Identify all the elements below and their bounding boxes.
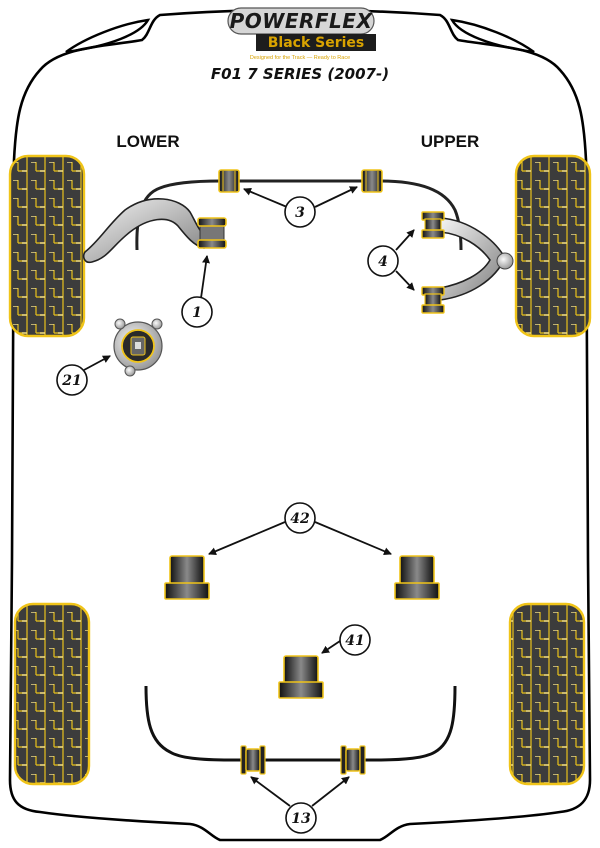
left-headlight bbox=[65, 18, 151, 54]
callout-1[interactable]: 1 bbox=[181, 296, 213, 328]
callout-3[interactable]: 3 bbox=[284, 196, 316, 228]
rear-arb-bush-right bbox=[340, 745, 366, 775]
callout-41-number: 41 bbox=[345, 633, 364, 649]
rear-mount-bush-right bbox=[394, 555, 440, 600]
callout-3-number: 3 bbox=[295, 205, 305, 221]
rear-anti-roll-bar bbox=[144, 685, 457, 762]
front-arb-bush-left bbox=[218, 169, 240, 193]
tyre-rear-left bbox=[13, 602, 91, 786]
upper-arm bbox=[439, 217, 506, 301]
center-mount-bush bbox=[278, 655, 324, 699]
callout-21-number: 21 bbox=[61, 373, 81, 389]
strut-top-mount bbox=[113, 318, 163, 377]
lower-arm-bush bbox=[197, 217, 227, 249]
upper-arm-balljoint bbox=[496, 252, 514, 270]
arrow-3-left bbox=[243, 188, 288, 208]
tyre-rear-right bbox=[508, 602, 586, 786]
arrow-42-right bbox=[314, 521, 392, 555]
arrow-3-right bbox=[314, 186, 358, 208]
model-title: F01 7 SERIES (2007-) bbox=[211, 65, 389, 83]
arrow-13-left bbox=[250, 776, 291, 807]
brand-series: Black Series bbox=[268, 35, 365, 51]
callout-42[interactable]: 42 bbox=[284, 502, 316, 534]
brand-tagline: Designed for the Track — Ready to Race bbox=[250, 55, 350, 61]
rear-arb-bush-left bbox=[240, 745, 266, 775]
callout-4-number: 4 bbox=[378, 254, 388, 270]
rear-mount-bush-left bbox=[164, 555, 210, 600]
callout-21[interactable]: 21 bbox=[56, 364, 88, 396]
callout-arrows bbox=[83, 186, 415, 807]
front-arb-bush-right bbox=[361, 169, 383, 193]
callout-4[interactable]: 4 bbox=[367, 245, 399, 277]
upper-arm-bush-bottom bbox=[421, 286, 445, 314]
callout-41[interactable]: 41 bbox=[339, 624, 371, 656]
tyre-front-right bbox=[514, 154, 592, 338]
upper-arm-bush-top bbox=[421, 211, 445, 239]
callout-42-number: 42 bbox=[290, 511, 310, 527]
lower-label: LOWER bbox=[116, 132, 179, 151]
arrow-4-bottom bbox=[395, 270, 415, 291]
brand-name: POWERFLEX bbox=[230, 9, 374, 33]
arrow-4-top bbox=[395, 229, 415, 251]
tyre-front-left bbox=[8, 154, 86, 338]
arrow-1 bbox=[200, 255, 210, 299]
right-headlight bbox=[449, 18, 535, 54]
arrow-13-right bbox=[311, 776, 350, 807]
powerflex-logo: POWERFLEX Black Series Designed for the … bbox=[227, 7, 376, 61]
car-body-outline-main bbox=[8, 8, 592, 842]
arrow-42-left bbox=[208, 521, 286, 555]
callout-13[interactable]: 13 bbox=[285, 802, 317, 834]
lower-arm bbox=[82, 198, 214, 264]
arrow-41 bbox=[321, 640, 341, 654]
arrow-21 bbox=[83, 355, 111, 371]
callout-13-number: 13 bbox=[291, 811, 311, 827]
callout-1-number: 1 bbox=[192, 305, 202, 321]
upper-label: UPPER bbox=[421, 132, 480, 151]
